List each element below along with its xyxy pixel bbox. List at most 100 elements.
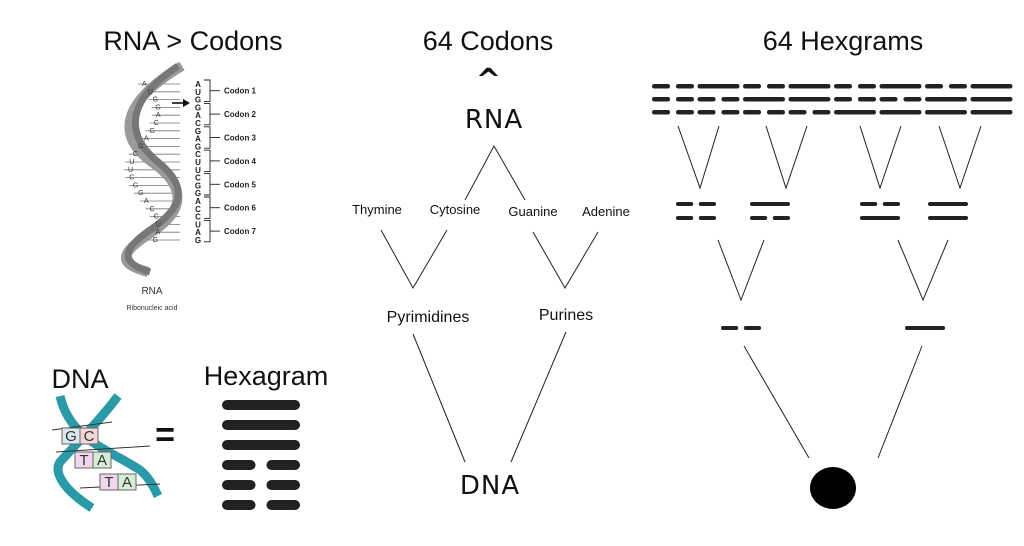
trigram-line-broken-left — [879, 97, 898, 102]
monogram-line-solid — [905, 326, 945, 330]
trigram-line-solid — [743, 97, 785, 102]
helix-base-letter: A — [155, 229, 160, 236]
sequence-letter: U — [195, 88, 201, 97]
codon-label: Codon 3 — [224, 134, 257, 143]
codon-bracket — [204, 219, 211, 243]
sequence-letter: G — [195, 189, 201, 198]
trigram-line-solid — [925, 110, 967, 115]
hexgram-tree — [652, 84, 1013, 509]
hexagram-line-broken-right — [266, 460, 300, 470]
helix-base-letter: A — [144, 136, 149, 143]
trigram-line-broken-right — [857, 97, 876, 102]
base-box — [79, 427, 99, 445]
helix-base-letter: G — [138, 143, 143, 150]
trigram-line-broken-left — [743, 84, 762, 89]
helix-base-letter: G — [150, 128, 155, 135]
sequence-letter: C — [195, 150, 201, 159]
hexagram-line-solid — [222, 440, 300, 450]
rna-figure-caption: Ribonucleic acid — [127, 305, 178, 312]
trigram-line-solid — [970, 97, 1013, 102]
codon-label: Codon 7 — [224, 227, 257, 236]
base-guanine: Guanine — [508, 204, 557, 219]
helix-base-letter: A — [156, 112, 161, 119]
monogram-line-broken-left — [721, 326, 739, 330]
bigram-line-broken-right — [698, 216, 716, 220]
monogram-row — [721, 326, 945, 330]
codon-label: Codon 1 — [224, 87, 257, 96]
trigram-line-broken-left — [788, 110, 807, 115]
monogram-line-broken-right — [743, 326, 761, 330]
codon-bracket — [204, 196, 211, 219]
sequence-letter: G — [195, 181, 201, 190]
dna-branch-left — [412, 333, 466, 463]
codon-arrow-head — [183, 99, 190, 107]
trigram-line-broken-left — [697, 110, 716, 115]
trigram-line-solid — [788, 84, 831, 89]
trigram-line-broken-left — [743, 110, 762, 115]
hexagram-line-broken-right — [266, 500, 300, 510]
bigram-line-broken-left — [676, 202, 694, 206]
trigram-line-broken-right — [721, 110, 740, 115]
codon-bracket — [204, 149, 211, 173]
helix-base-letter: C — [154, 214, 159, 221]
base-box — [92, 451, 112, 469]
sequence-letter: A — [195, 197, 201, 206]
title-64-hexgrams: 64 Hexgrams — [763, 26, 924, 56]
helix-base-letter: C — [129, 175, 134, 182]
helix-base-letter: U — [156, 221, 161, 228]
trigram-line-solid — [834, 110, 876, 115]
trigram-line-broken-right — [766, 84, 785, 89]
helix-base-letter: G — [153, 237, 158, 244]
trigram-line-broken-right — [675, 84, 694, 89]
trigram-line-solid — [970, 110, 1013, 115]
sequence-letter: A — [195, 135, 201, 144]
pyrimidine-branch — [380, 229, 448, 290]
base-thymine: Thymine — [352, 202, 402, 217]
sequence-letter: C — [195, 119, 201, 128]
rna-branch — [464, 144, 526, 201]
trigram-line-broken-left — [652, 84, 671, 89]
trigram-line-broken-left — [925, 84, 944, 89]
codon-label: Codon 5 — [224, 180, 257, 189]
trigram-line-solid — [879, 84, 922, 89]
caret-symbol: ^ — [476, 63, 502, 98]
equals-sign: = — [155, 416, 175, 454]
helix-base-letter: A — [142, 81, 147, 88]
sequence-letter: G — [195, 127, 201, 136]
base-adenine: Adenine — [582, 204, 630, 219]
origin-circle — [810, 467, 856, 509]
bigram-line-broken-left — [750, 216, 768, 220]
trigram-line-broken-left — [652, 110, 671, 115]
hexagram-line-solid — [222, 420, 300, 430]
trigram-line-solid — [879, 110, 922, 115]
helix-base-letter: G — [155, 104, 160, 111]
origin-branches — [743, 345, 923, 459]
trigram-line-broken-left — [652, 97, 671, 102]
helix-base-letter: G — [138, 190, 143, 197]
helix-base-letter: A — [144, 198, 149, 205]
helix-base-letter: G — [153, 97, 158, 104]
bigram-line-broken-right — [772, 216, 790, 220]
bigram-line-solid — [750, 202, 790, 206]
sequence-letter: G — [195, 96, 201, 105]
trigram-line-broken-left — [697, 97, 716, 102]
dna-branch-right — [510, 331, 567, 463]
sequence-letter: U — [195, 220, 201, 229]
trigram-line-broken-right — [857, 84, 876, 89]
codon-label: Codon 4 — [224, 157, 257, 166]
trigram-line-broken-right — [903, 97, 922, 102]
bigram-line-broken-right — [698, 202, 716, 206]
trigram-line-broken-right — [675, 97, 694, 102]
sequence-letter: C — [195, 205, 201, 214]
codon-label: Codon 6 — [224, 204, 257, 213]
hexagram-line-solid — [222, 400, 300, 410]
trigram-line-broken-left — [834, 97, 853, 102]
sequence-letter: C — [195, 213, 201, 222]
sequence-letter: A — [195, 80, 201, 89]
